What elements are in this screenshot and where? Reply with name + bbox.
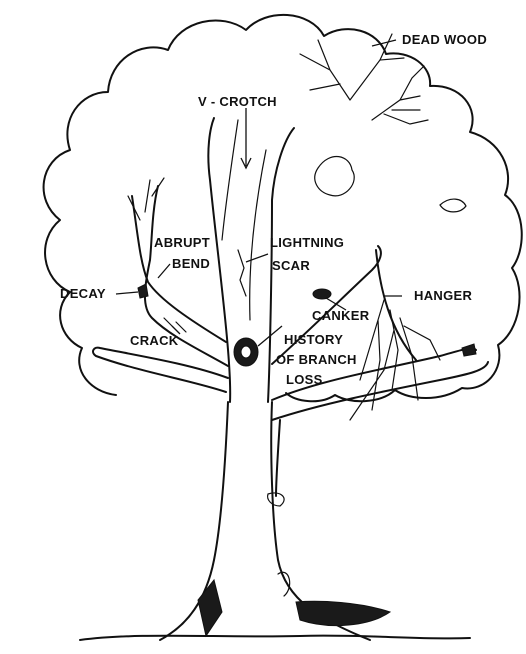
dead-wood-branches [300, 34, 428, 124]
label-scar: SCAR [272, 258, 310, 273]
label-crack: CRACK [130, 333, 179, 348]
lightning-scar-line [238, 250, 246, 296]
root-flare-shadow [296, 601, 390, 625]
canker-mark [313, 289, 331, 299]
crown-gap [440, 199, 466, 212]
v-crotch-left-stem [208, 118, 230, 402]
crown-outline [44, 15, 522, 401]
decay-mark [138, 284, 148, 298]
dead-wood-leader [372, 40, 396, 46]
ground-line [80, 636, 470, 640]
label-abrupt: ABRUPT [154, 235, 210, 250]
abrupt-bend-leader [158, 264, 170, 278]
decay-leader [116, 292, 138, 294]
label-bend: BEND [172, 256, 210, 271]
branch-loss-core [241, 346, 251, 358]
label-loss: LOSS [286, 372, 323, 387]
branch-stub [462, 344, 476, 356]
hanging-limb [276, 420, 280, 496]
lightning-scar-leader [246, 254, 268, 262]
label-canker: CANKER [312, 308, 370, 323]
v-crotch-inner-left [222, 120, 238, 240]
crown-gap [315, 156, 354, 195]
label-of-branch: OF BRANCH [276, 352, 357, 367]
label-lightning: LIGHTNING [270, 235, 344, 250]
label-decay: DECAY [60, 286, 106, 301]
basal-decay [198, 580, 222, 636]
label-dead-wood: DEAD WOOD [402, 32, 487, 47]
label-hanger: HANGER [414, 288, 472, 303]
label-v-crotch: V - CROTCH [198, 94, 277, 109]
v-crotch-inner-right [250, 150, 266, 320]
label-history: HISTORY [284, 332, 343, 347]
